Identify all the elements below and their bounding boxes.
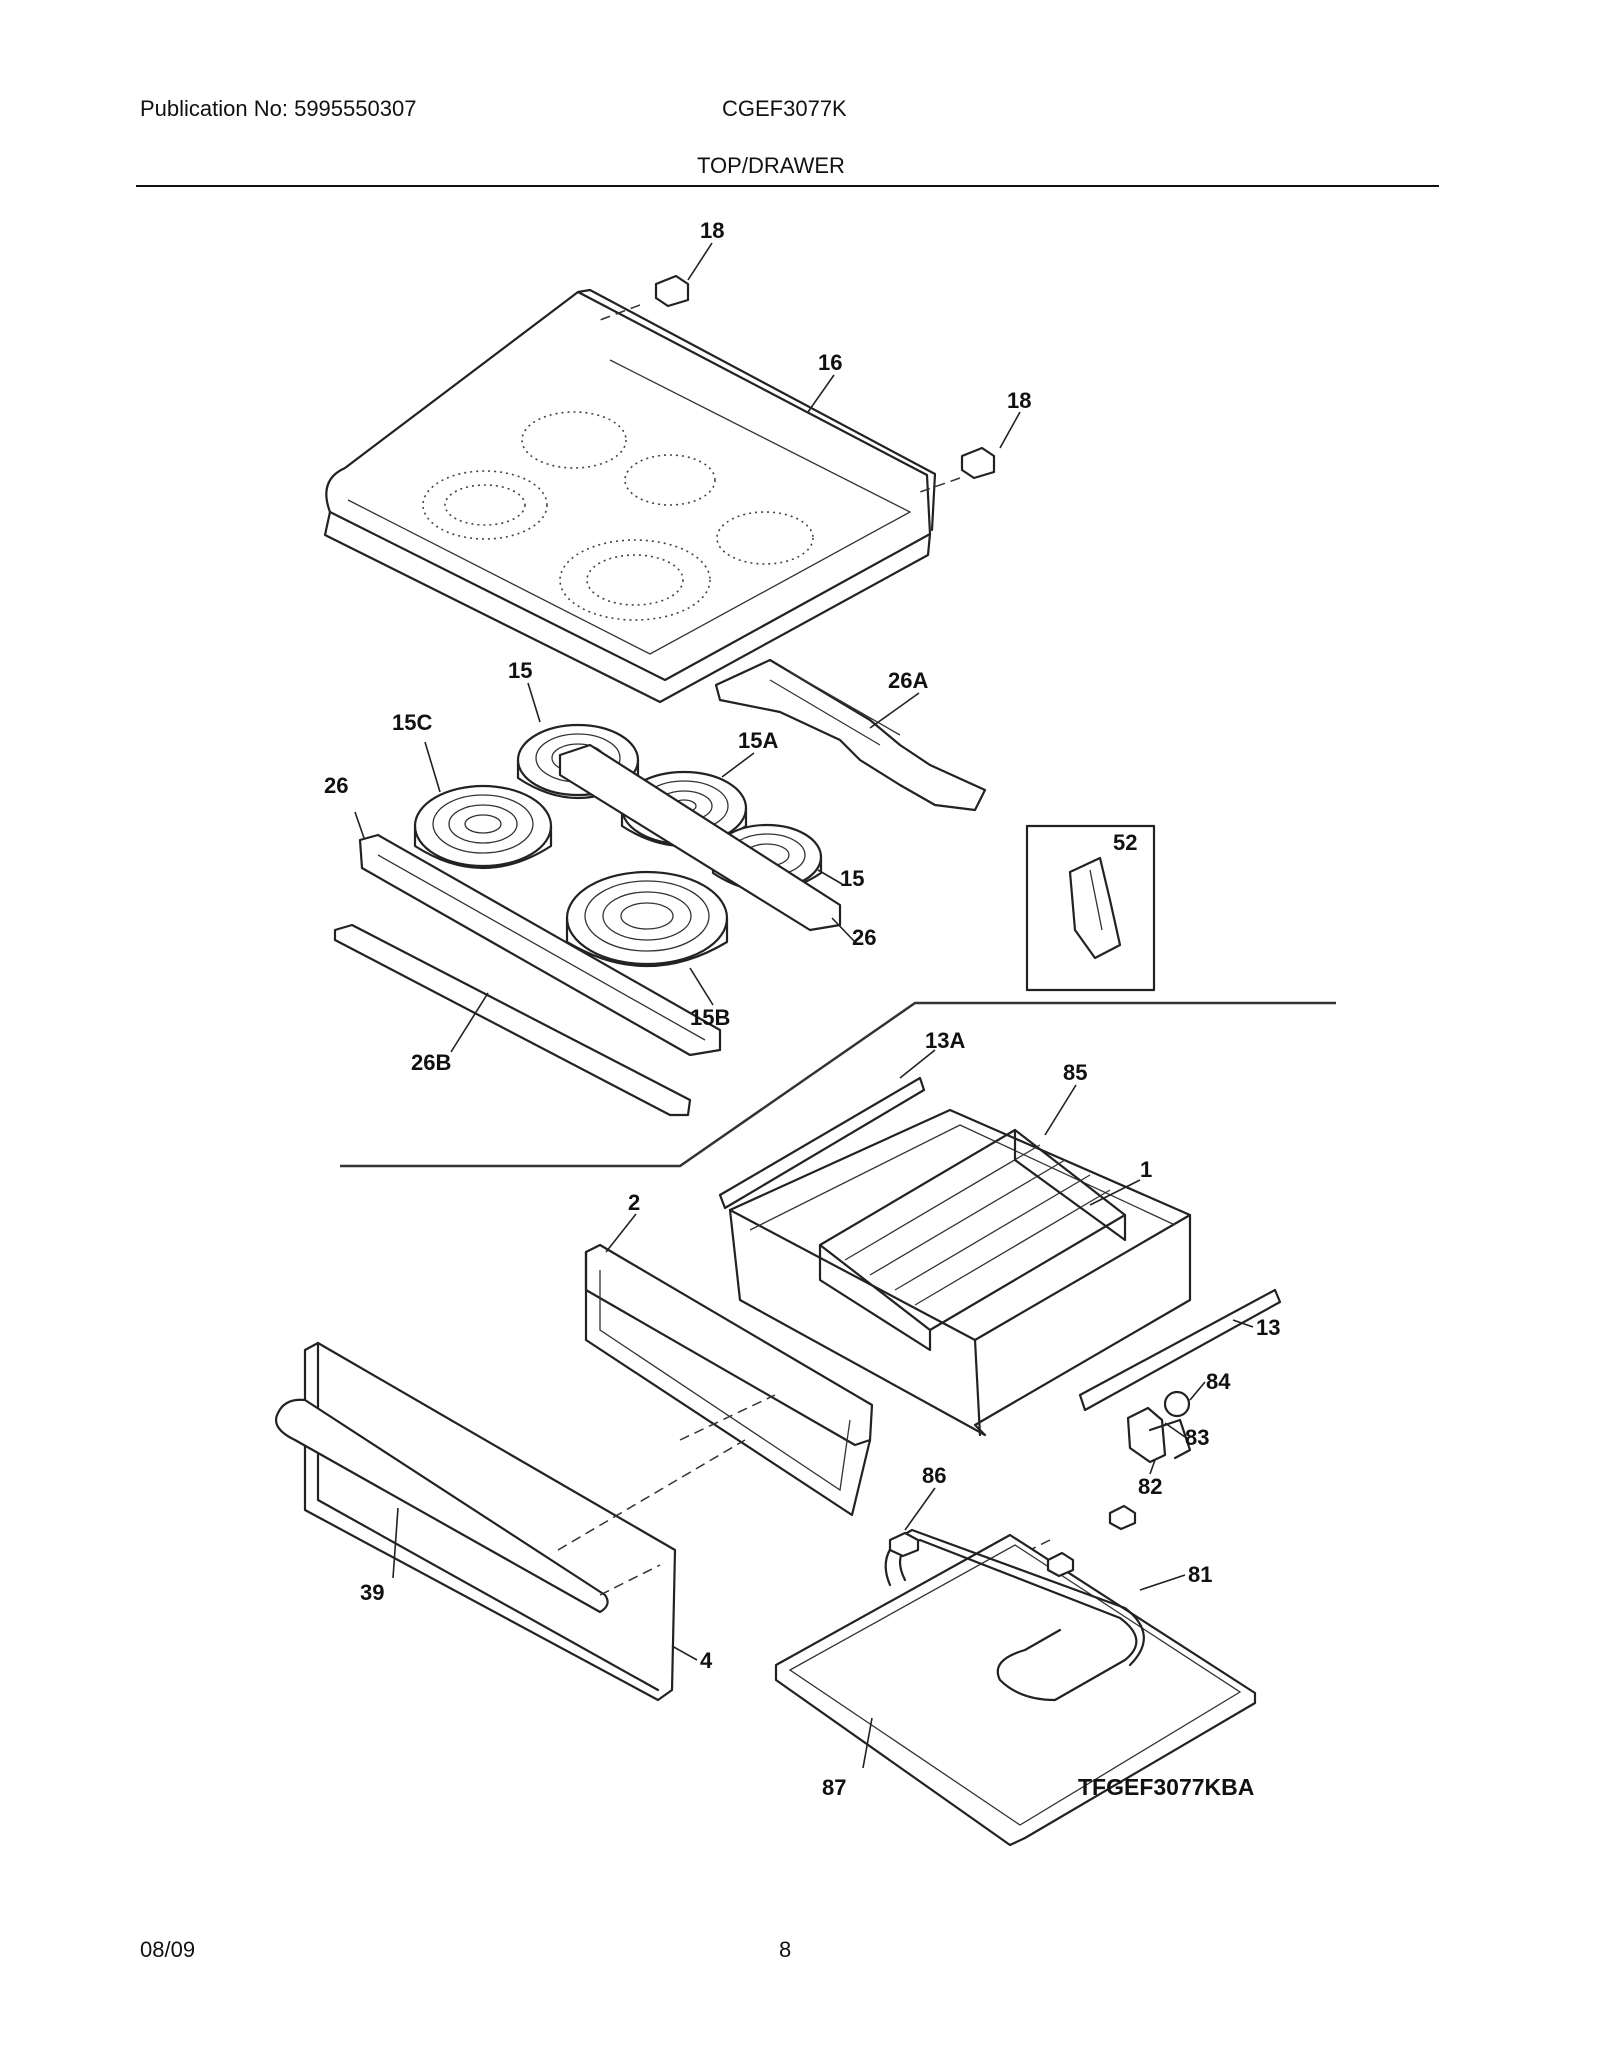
slide-13 — [1078, 1288, 1282, 1412]
label-87: 87 — [822, 1775, 846, 1800]
bracket-26a-part — [714, 658, 987, 812]
clip-86 — [888, 1531, 920, 1558]
label-26b: 26B — [411, 1050, 451, 1075]
slide-13a — [718, 1076, 926, 1210]
label-18-right: 18 — [1007, 388, 1031, 413]
label-82: 82 — [1138, 1474, 1162, 1499]
label-84: 84 — [1206, 1369, 1231, 1394]
label-26-right: 26 — [852, 925, 876, 950]
label-15-top: 15 — [508, 658, 532, 683]
section-divider — [340, 1001, 1336, 1168]
label-13: 13 — [1256, 1315, 1280, 1340]
clip-small-a — [1046, 1551, 1075, 1578]
bracket-18-left — [599, 274, 690, 321]
knob-52-inset — [1025, 824, 1156, 992]
footer-date: 08/09 — [140, 1937, 196, 1962]
label-52: 52 — [1113, 830, 1137, 855]
leader-lines — [354, 242, 1254, 1769]
label-4: 4 — [700, 1648, 713, 1673]
drawer-box-part — [728, 1108, 1192, 1437]
header-rule — [136, 185, 1439, 187]
label-26a: 26A — [888, 668, 928, 693]
label-15c: 15C — [392, 710, 432, 735]
model-number: CGEF3077K — [722, 96, 847, 121]
label-2: 2 — [628, 1190, 640, 1215]
publication-number: Publication No: 5995550307 — [140, 96, 417, 121]
bracket-18-right — [919, 446, 996, 493]
drawer-handle-part — [274, 1398, 609, 1614]
sensor-84 — [1163, 1390, 1191, 1418]
footer-page-number: 8 — [779, 1937, 792, 1962]
label-15b: 15B — [690, 1005, 730, 1030]
label-15-right: 15 — [840, 866, 864, 891]
drawer-liner-part — [584, 1243, 874, 1517]
label-83: 83 — [1185, 1425, 1209, 1450]
label-26-left: 26 — [324, 773, 348, 798]
element-15b — [565, 870, 729, 968]
rail-26-left — [358, 833, 722, 1057]
label-86: 86 — [922, 1463, 946, 1488]
cooktop-top-part — [323, 288, 937, 704]
element-15c — [413, 784, 553, 869]
section-title: TOP/DRAWER — [697, 153, 845, 178]
clip-small-b — [1108, 1504, 1137, 1531]
wire-83 — [1148, 1418, 1192, 1460]
label-39: 39 — [360, 1580, 384, 1605]
label-81: 81 — [1188, 1562, 1212, 1587]
terminal-bracket-82 — [1126, 1406, 1167, 1464]
label-16: 16 — [818, 350, 842, 375]
rail-26-right — [558, 743, 842, 932]
label-13a: 13A — [925, 1028, 965, 1053]
label-1: 1 — [1140, 1157, 1152, 1182]
label-85: 85 — [1063, 1060, 1087, 1085]
rail-26b — [333, 923, 692, 1117]
wire-rack-part — [818, 1128, 1127, 1352]
diagram-code: TFGEF3077KBA — [1078, 1774, 1254, 1800]
label-18-top: 18 — [700, 218, 724, 243]
label-15a-upper: 15A — [738, 728, 778, 753]
